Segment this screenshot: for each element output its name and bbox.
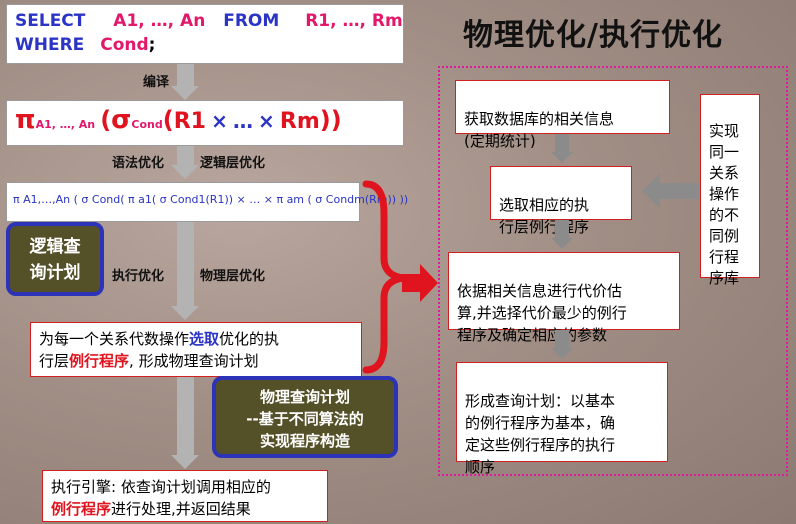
- sql-line-1: SELECT A1, …, An FROM R1, …, Rm: [15, 9, 403, 33]
- logic-opt-label: 逻辑层优化: [200, 156, 266, 171]
- step-arrow-head: [551, 152, 573, 163]
- engine-text-2: 进行处理,并返回结果: [111, 500, 251, 518]
- engine-line-2: 例行程序进行处理,并返回结果: [51, 498, 327, 520]
- logic-plan-line-2: 询计划: [29, 263, 81, 283]
- step-collect-stats: 获取数据库的相关信息 (定期统计): [455, 80, 670, 150]
- right-title: 物理优化/执行优化: [463, 18, 723, 53]
- step-arrow-head: [551, 348, 573, 359]
- sql-semicolon: ;: [148, 35, 156, 55]
- flow-arrow-head: [171, 86, 199, 100]
- optimized-algebra-expression: π A1,…,An ( σ Cond( π a1( σ Cond1(R1)) ×…: [6, 182, 408, 222]
- ellipsis: …: [232, 109, 253, 133]
- select-routine-box: 为每一个关系代数操作选取优化的执 行层例行程序, 形成物理查询计划: [30, 322, 362, 377]
- select-routine-line-2: 行层例行程序, 形成物理查询计划: [39, 350, 361, 372]
- execution-engine-box: 执行引擎: 依查询计划调用相应的 例行程序进行处理,并返回结果: [42, 470, 328, 522]
- sql-query-box: SELECT A1, …, An FROM R1, …, Rm WHERE Co…: [6, 4, 404, 64]
- dotted-frame: [438, 66, 788, 476]
- sql-where-keyword: WHERE: [15, 35, 85, 55]
- times-symbol: ×: [211, 109, 228, 133]
- syntax-opt-label: 语法优化: [112, 156, 165, 171]
- step-select-routine-text: 选取相应的执 行层例行程序: [499, 196, 590, 236]
- sql-line-2: WHERE Cond;: [15, 33, 403, 57]
- sql-columns: A1, …, An: [113, 11, 206, 31]
- close-parens: )): [319, 106, 342, 134]
- phys-opt-label: 物理层优化: [200, 269, 266, 284]
- relational-algebra-expression: πA1, …, An (σCond(R1 × … × Rm)): [6, 100, 404, 146]
- highlight-select: 选取: [189, 330, 220, 348]
- step-arrow-shaft: [555, 220, 569, 238]
- times-symbol-2: ×: [258, 109, 275, 133]
- optimized-expression-text: π A1,…,An ( σ Cond( π a1( σ Cond1(R1)) ×…: [13, 193, 409, 206]
- step-arrow-shaft: [555, 330, 569, 348]
- select-routine-text-2: 优化的执: [219, 330, 280, 348]
- red-right-arrow: [402, 264, 438, 302]
- relation-rm: Rm: [279, 109, 320, 134]
- relation-r1: R1: [173, 109, 206, 134]
- phys-plan-line-3: 实现程序构造: [259, 432, 350, 450]
- compile-label: 编译: [143, 75, 170, 90]
- routine-library-box: 实现 同一 关系 操作 的不 同例 行程 序库: [700, 94, 760, 287]
- logical-query-plan-badge: 逻辑查 询计划: [6, 222, 104, 296]
- flow-arrow-shaft: [177, 64, 194, 88]
- physical-query-plan-badge: 物理查询计划 --基于不同算法的 实现程序构造: [212, 376, 398, 458]
- flow-arrow-head: [171, 165, 199, 179]
- phys-plan-line-1: 物理查询计划: [259, 388, 350, 406]
- step-cost-estimate: 依据相关信息进行代价估 算,并选择代价最少的例行 程序及确定相应的参数: [448, 252, 680, 344]
- step-collect-stats-text: 获取数据库的相关信息 (定期统计): [464, 110, 615, 150]
- pi-symbol: π: [15, 105, 36, 135]
- sigma-symbol: σ: [111, 105, 132, 135]
- select-routine-text-1: 为每一个关系代数操作: [39, 330, 190, 348]
- sigma-subscript: Cond: [131, 118, 163, 131]
- flow-arrow-shaft: [177, 377, 194, 457]
- flow-arrow-head: [171, 455, 199, 469]
- step-form-plan: 形成查询计划：以基本 的例行程序为基本，确 定这些例行程序的执行 顺序: [456, 362, 668, 476]
- step-cost-estimate-text: 依据相关信息进行代价估 算,并选择代价最少的例行 程序及确定相应的参数: [457, 282, 627, 344]
- sql-from-keyword: FROM: [223, 11, 280, 31]
- open-paren: (: [100, 106, 112, 134]
- sql-select-keyword: SELECT: [15, 11, 86, 31]
- highlight-engine-routine: 例行程序: [51, 500, 112, 518]
- open-paren-2: (: [162, 106, 174, 134]
- flow-arrow-head: [171, 306, 199, 320]
- routine-library-text: 实现 同一 关系 操作 的不 同例 行程 序库: [709, 122, 740, 287]
- highlight-routine: 例行程序: [69, 352, 130, 370]
- select-routine-line-1: 为每一个关系代数操作选取优化的执: [39, 328, 361, 350]
- step-form-plan-text: 形成查询计划：以基本 的例行程序为基本，确 定这些例行程序的执行 顺序: [465, 392, 616, 476]
- phys-plan-line-2: --基于不同算法的: [246, 410, 364, 428]
- engine-line-1: 执行引擎: 依查询计划调用相应的: [51, 478, 271, 496]
- flow-arrow-shaft: [177, 222, 194, 308]
- sql-condition: Cond: [100, 35, 149, 55]
- exec-opt-label: 执行优化: [112, 269, 165, 284]
- select-routine-text-4: , 形成物理查询计划: [129, 352, 259, 370]
- sql-relations: R1, …, Rm: [305, 11, 403, 31]
- pi-subscript: A1, …, An: [35, 118, 96, 131]
- step-arrow-head: [551, 238, 573, 249]
- logic-plan-line-1: 逻辑查: [29, 237, 81, 257]
- step-arrow-shaft: [555, 134, 569, 152]
- select-routine-text-3: 行层: [39, 352, 70, 370]
- step-select-routine: 选取相应的执 行层例行程序: [490, 166, 632, 236]
- library-arrow: [642, 173, 700, 209]
- flow-arrow-shaft: [177, 146, 194, 168]
